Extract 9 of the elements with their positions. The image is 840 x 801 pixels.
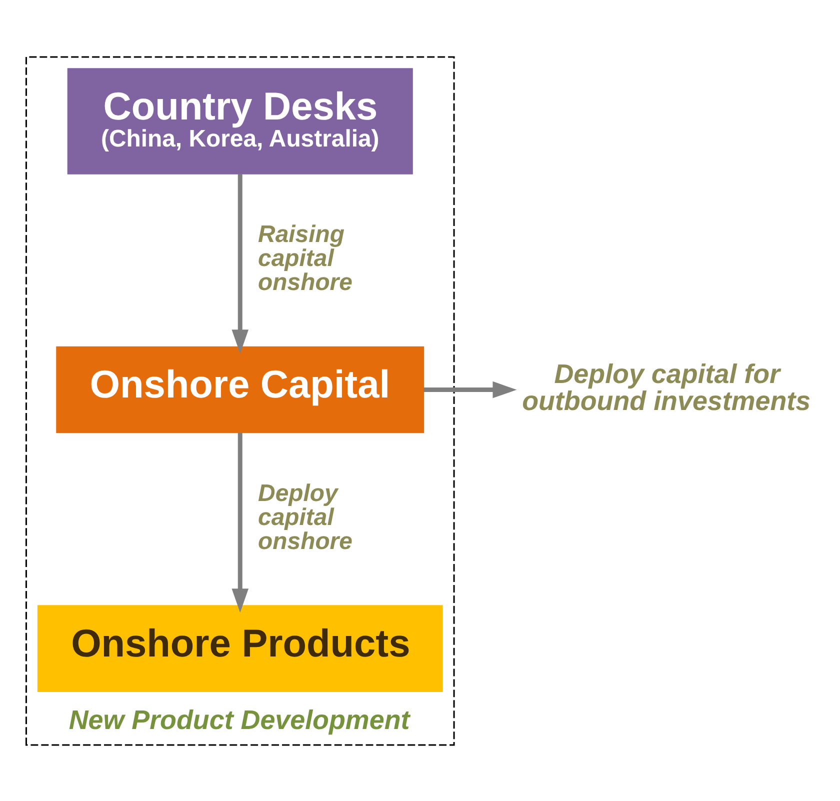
node-box: Country Desks (China, Korea, Australia) bbox=[67, 68, 413, 174]
node-text: Deploy capital for outbound investments bbox=[522, 358, 811, 416]
edge-label: Raising capital onshore bbox=[258, 220, 352, 296]
arrow bbox=[424, 380, 517, 398]
arrow bbox=[232, 173, 249, 354]
node-box: Onshore Products bbox=[37, 604, 443, 692]
node-box: Onshore Capital bbox=[56, 346, 424, 433]
arrow bbox=[232, 432, 249, 612]
edge-label: Deploy capital onshore bbox=[258, 479, 352, 554]
